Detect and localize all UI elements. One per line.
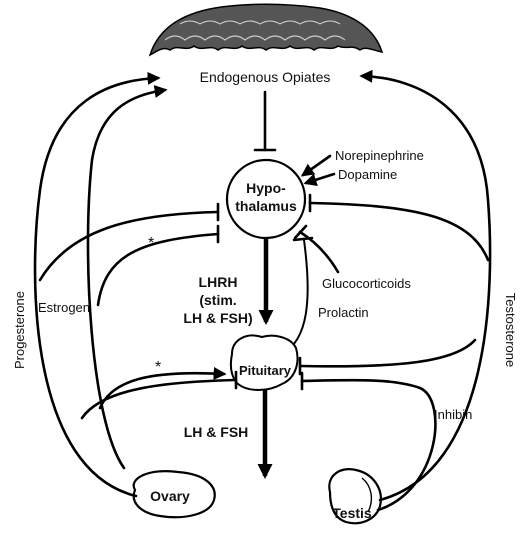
testosterone-hypothalamus-inhibition bbox=[308, 193, 490, 262]
norepinephrine-label: Norepinephrine bbox=[335, 148, 424, 163]
estrogen-to-opiates-arrow bbox=[86, 85, 168, 470]
estrogen-label: Estrogen bbox=[38, 300, 90, 315]
asterisk-upper: * bbox=[148, 235, 154, 252]
inhibin-inhibition-connector bbox=[300, 371, 437, 512]
ovary-node: Ovary bbox=[132, 470, 216, 519]
glucocorticoids-inhibition-connector bbox=[293, 224, 340, 274]
asterisk-lower: * bbox=[155, 359, 161, 376]
glucocorticoids-label: Glucocorticoids bbox=[322, 276, 411, 291]
ovary-pituitary-inhibition bbox=[80, 370, 238, 420]
ovary-label: Ovary bbox=[150, 488, 190, 504]
testosterone-pituitary-inhibition bbox=[298, 338, 477, 376]
inhibin-label: Inhibin bbox=[434, 407, 472, 422]
lhrh-label-line2: (stim. bbox=[199, 292, 236, 308]
lh-fsh-label: LH & FSH bbox=[184, 424, 249, 440]
lhrh-label-line1: LHRH bbox=[199, 274, 238, 290]
norepinephrine-arrow bbox=[300, 154, 332, 177]
testis-node: Testis bbox=[328, 468, 382, 525]
testis-label: Testis bbox=[332, 505, 372, 521]
ovary-hypothalamus-inhibition-lower bbox=[96, 224, 220, 307]
pituitary-label: Pituitary bbox=[239, 363, 292, 378]
hypothalamus-label-line2: thalamus bbox=[235, 198, 297, 214]
brain-cortex-icon bbox=[148, 3, 384, 57]
lhrh-label-line3: LH & FSH) bbox=[183, 310, 252, 326]
dopamine-arrow bbox=[303, 172, 336, 187]
ovary-hypothalamus-inhibition-upper bbox=[38, 202, 220, 282]
ovary-to-pituitary-arrow bbox=[98, 366, 227, 410]
hypothalamus-node: Hypo- thalamus bbox=[225, 158, 307, 240]
opiates-inhibition-connector bbox=[253, 90, 277, 152]
prolactin-inhibition-connector bbox=[281, 236, 314, 355]
progesterone-to-opiates-arrow bbox=[33, 71, 161, 498]
testosterone-to-opiates-arrow bbox=[359, 69, 492, 502]
progesterone-label: Progesterone bbox=[12, 291, 27, 369]
prolactin-label: Prolactin bbox=[318, 305, 369, 320]
dopamine-label: Dopamine bbox=[338, 167, 397, 182]
endogenous-opiates-label: Endogenous Opiates bbox=[200, 69, 331, 85]
testosterone-label: Testosterone bbox=[503, 293, 518, 367]
hypothalamus-label-line1: Hypo- bbox=[246, 180, 286, 196]
pituitary-node: Pituitary bbox=[229, 334, 299, 391]
